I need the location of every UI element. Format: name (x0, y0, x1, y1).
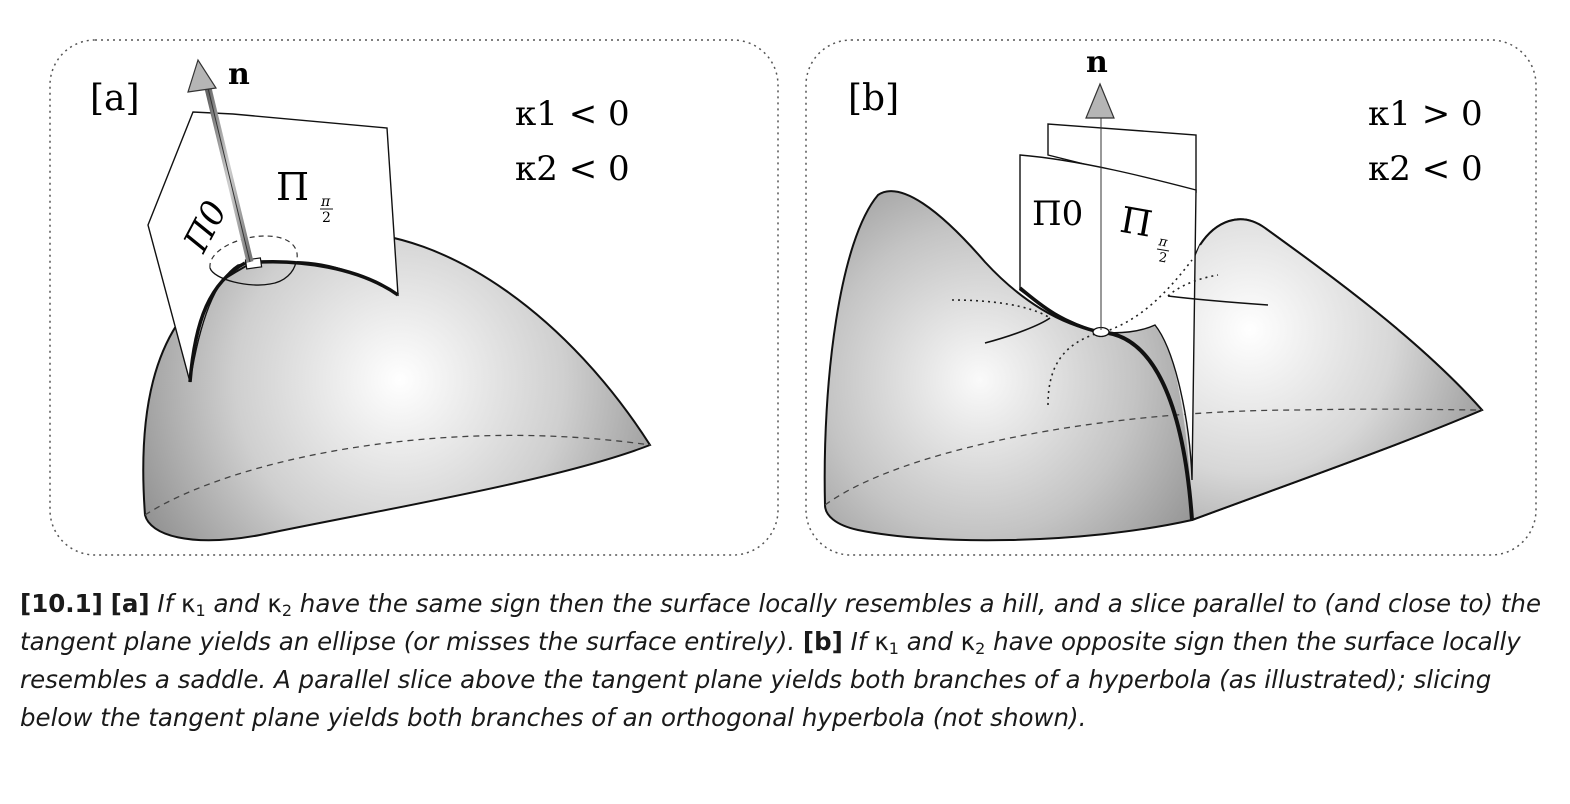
normal-label-a: n (228, 57, 250, 92)
caption-tag-b: [b] (802, 627, 843, 656)
panel-b-frame (805, 39, 1537, 556)
caption-tag-a: [a] (110, 589, 150, 618)
plane-0-label-b: Π0 (1032, 194, 1083, 234)
caption-text-b: have opposite sign then the surface loca… (20, 627, 1521, 732)
subscript-1: 1 (888, 639, 899, 658)
caption-text-a: have the same sign then the surface loca… (20, 589, 1542, 656)
caption-and-a: and (213, 589, 260, 618)
kappa-symbol: κ (960, 627, 976, 656)
curve-normal-section-pi2-b (1099, 330, 1194, 521)
hyperbola-branch-left (984, 317, 1051, 344)
figure-caption: [10.1] [a] If κ1 and κ2 have the same si… (20, 585, 1550, 737)
panel-b: [b] n Π0 Π π 2 κ1 > 0 κ2 < 0 (805, 39, 1537, 556)
normal-vector-head (187, 58, 218, 93)
section-dotted-upper (1103, 259, 1193, 333)
plane-pi2-sub-den-b: 2 (1157, 250, 1168, 266)
hill-hidden-rim (144, 434, 651, 516)
caption-number: [10.1] (20, 589, 103, 618)
saddle-right-lobe (1160, 219, 1482, 520)
kappa-symbol: κ (874, 627, 889, 656)
saddle-outline-right (1191, 218, 1484, 521)
curve-normal-section-0-b (1018, 286, 1101, 334)
normal-vector-head-b (1085, 82, 1115, 119)
kappa1-b: κ1 > 0 (1368, 94, 1483, 134)
caption-kappa1-b: κ1 (874, 627, 899, 658)
plane-pi2-frac-bar-b (1156, 248, 1170, 252)
plane-pi2-sub-num-b: π (1156, 234, 1168, 251)
subscript-2: 2 (281, 601, 292, 620)
slice-ellipse-solid (209, 261, 297, 286)
panel-a-label: [a] (90, 78, 140, 119)
panel-a-frame (49, 39, 779, 556)
plane-pi2-sub-num-a: π (320, 194, 331, 210)
normal-vector-outline (207, 87, 251, 263)
panel-b-label: [b] (848, 78, 899, 119)
plane-pi2-label-a: Π (276, 165, 309, 209)
caption-and-b: and (906, 627, 953, 656)
hyperbola-branch-right (1167, 295, 1269, 306)
subscript-1: 1 (195, 601, 206, 620)
curve-normal-section-0 (188, 261, 246, 383)
kappa2-a: κ2 < 0 (515, 149, 630, 189)
normal-label-b: n (1086, 45, 1108, 80)
panel-a: [a] n Π0 Π π 2 κ1 < 0 κ2 < 0 (49, 39, 779, 556)
kappa2-b: κ2 < 0 (1368, 149, 1483, 189)
plane-pi2-sub-den-a: 2 (322, 210, 331, 226)
kappa-symbol: κ (267, 589, 282, 618)
subscript-2: 2 (975, 639, 986, 658)
figure-10-1: [a] n Π0 Π π 2 κ1 < 0 κ2 < 0 (49, 39, 1537, 556)
kappa-symbol: κ (181, 589, 196, 618)
kappa1-a: κ1 < 0 (515, 94, 630, 134)
caption-kappa2-b: κ2 (960, 627, 986, 658)
caption-if-b: If (850, 627, 867, 656)
hyperbola-branch-left-dotted (951, 299, 1051, 319)
curve-normal-section-pi2 (244, 260, 400, 297)
caption-kappa2-a: κ2 (267, 589, 292, 620)
caption-kappa1-a: κ1 (181, 589, 206, 620)
plane-pi2-label-b: Π (1117, 200, 1155, 246)
saddle-hidden-rim (824, 408, 1483, 506)
caption-if-a: If (157, 589, 174, 618)
